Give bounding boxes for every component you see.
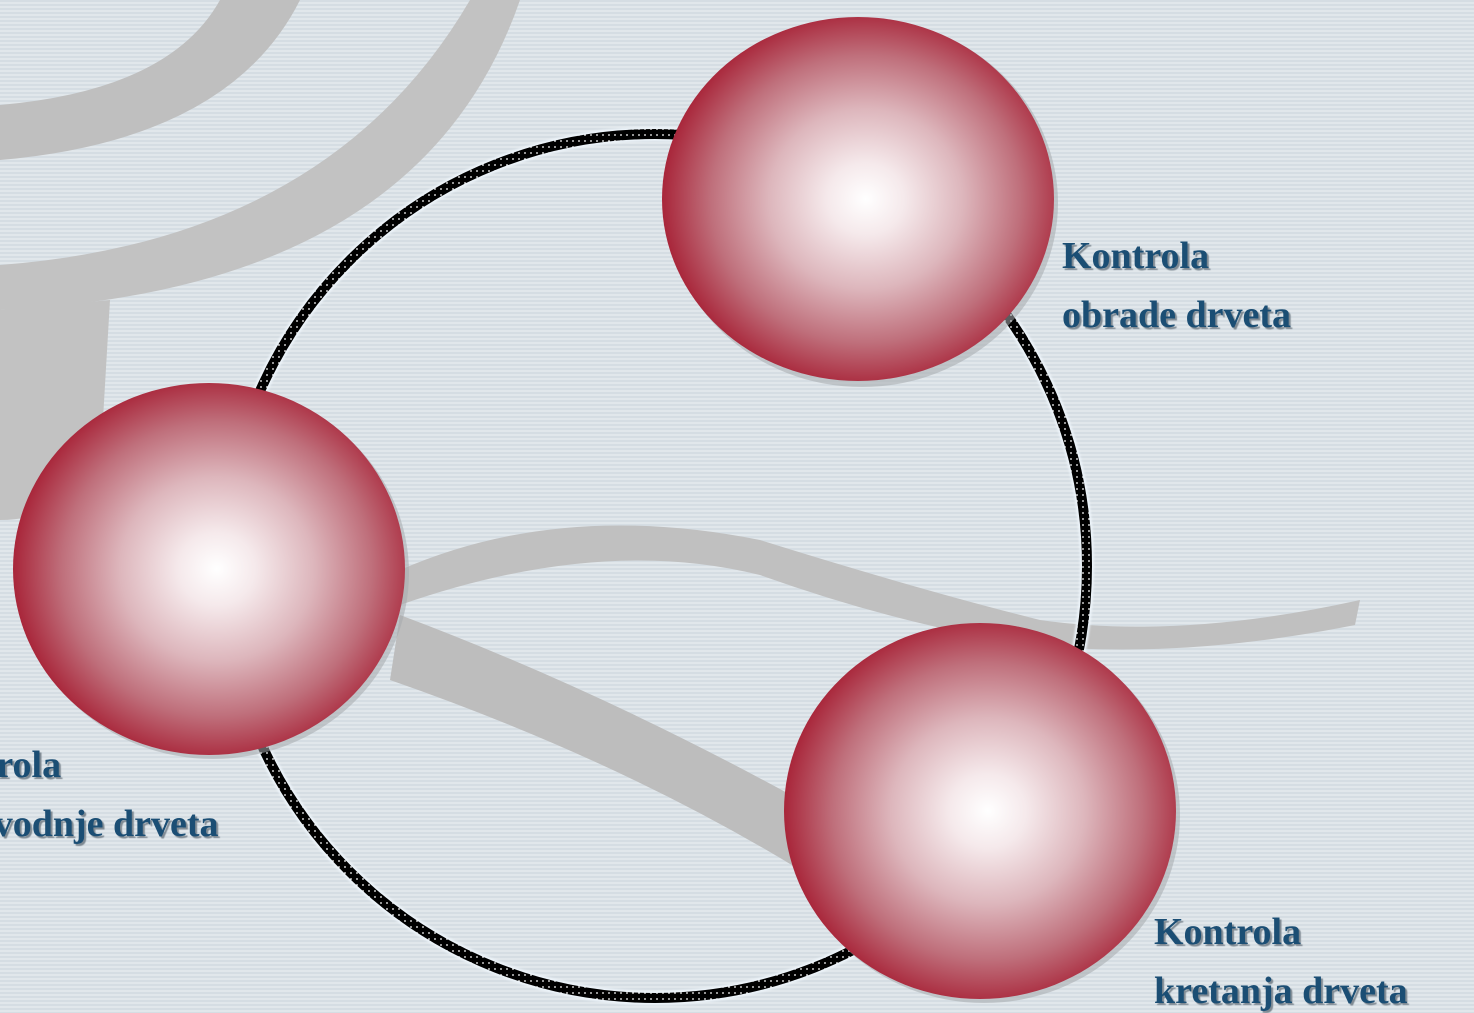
node-label-line1: Kontrola [1062,235,1210,277]
node-label-kretanje: Kontrola kretanja drveta [1154,903,1408,1013]
swoosh-upper-band [0,0,520,310]
node-label-line2: kretanja drveta [1154,970,1408,1012]
node-label-line1: Kontrola [1154,911,1302,953]
swoosh-top-arc [0,0,300,160]
node-label-line2: proizvodnje drveta [0,803,219,845]
node-label-line2: obrade drveta [1062,294,1292,336]
node-sphere-proizvodnja [13,383,409,759]
node-label-obrada: Kontrola obrade drveta [1062,227,1291,345]
node-sphere-obrada [662,17,1058,387]
node-label-proizvodnja: Kontrola proizvodnje drveta [0,736,219,854]
swoosh-lower-band [390,615,800,870]
background-swooshes [0,0,1360,870]
node-label-line1: Kontrola [0,744,62,786]
node-sphere-kretanje [784,623,1180,1003]
swoosh-middle-wave [400,525,1360,650]
